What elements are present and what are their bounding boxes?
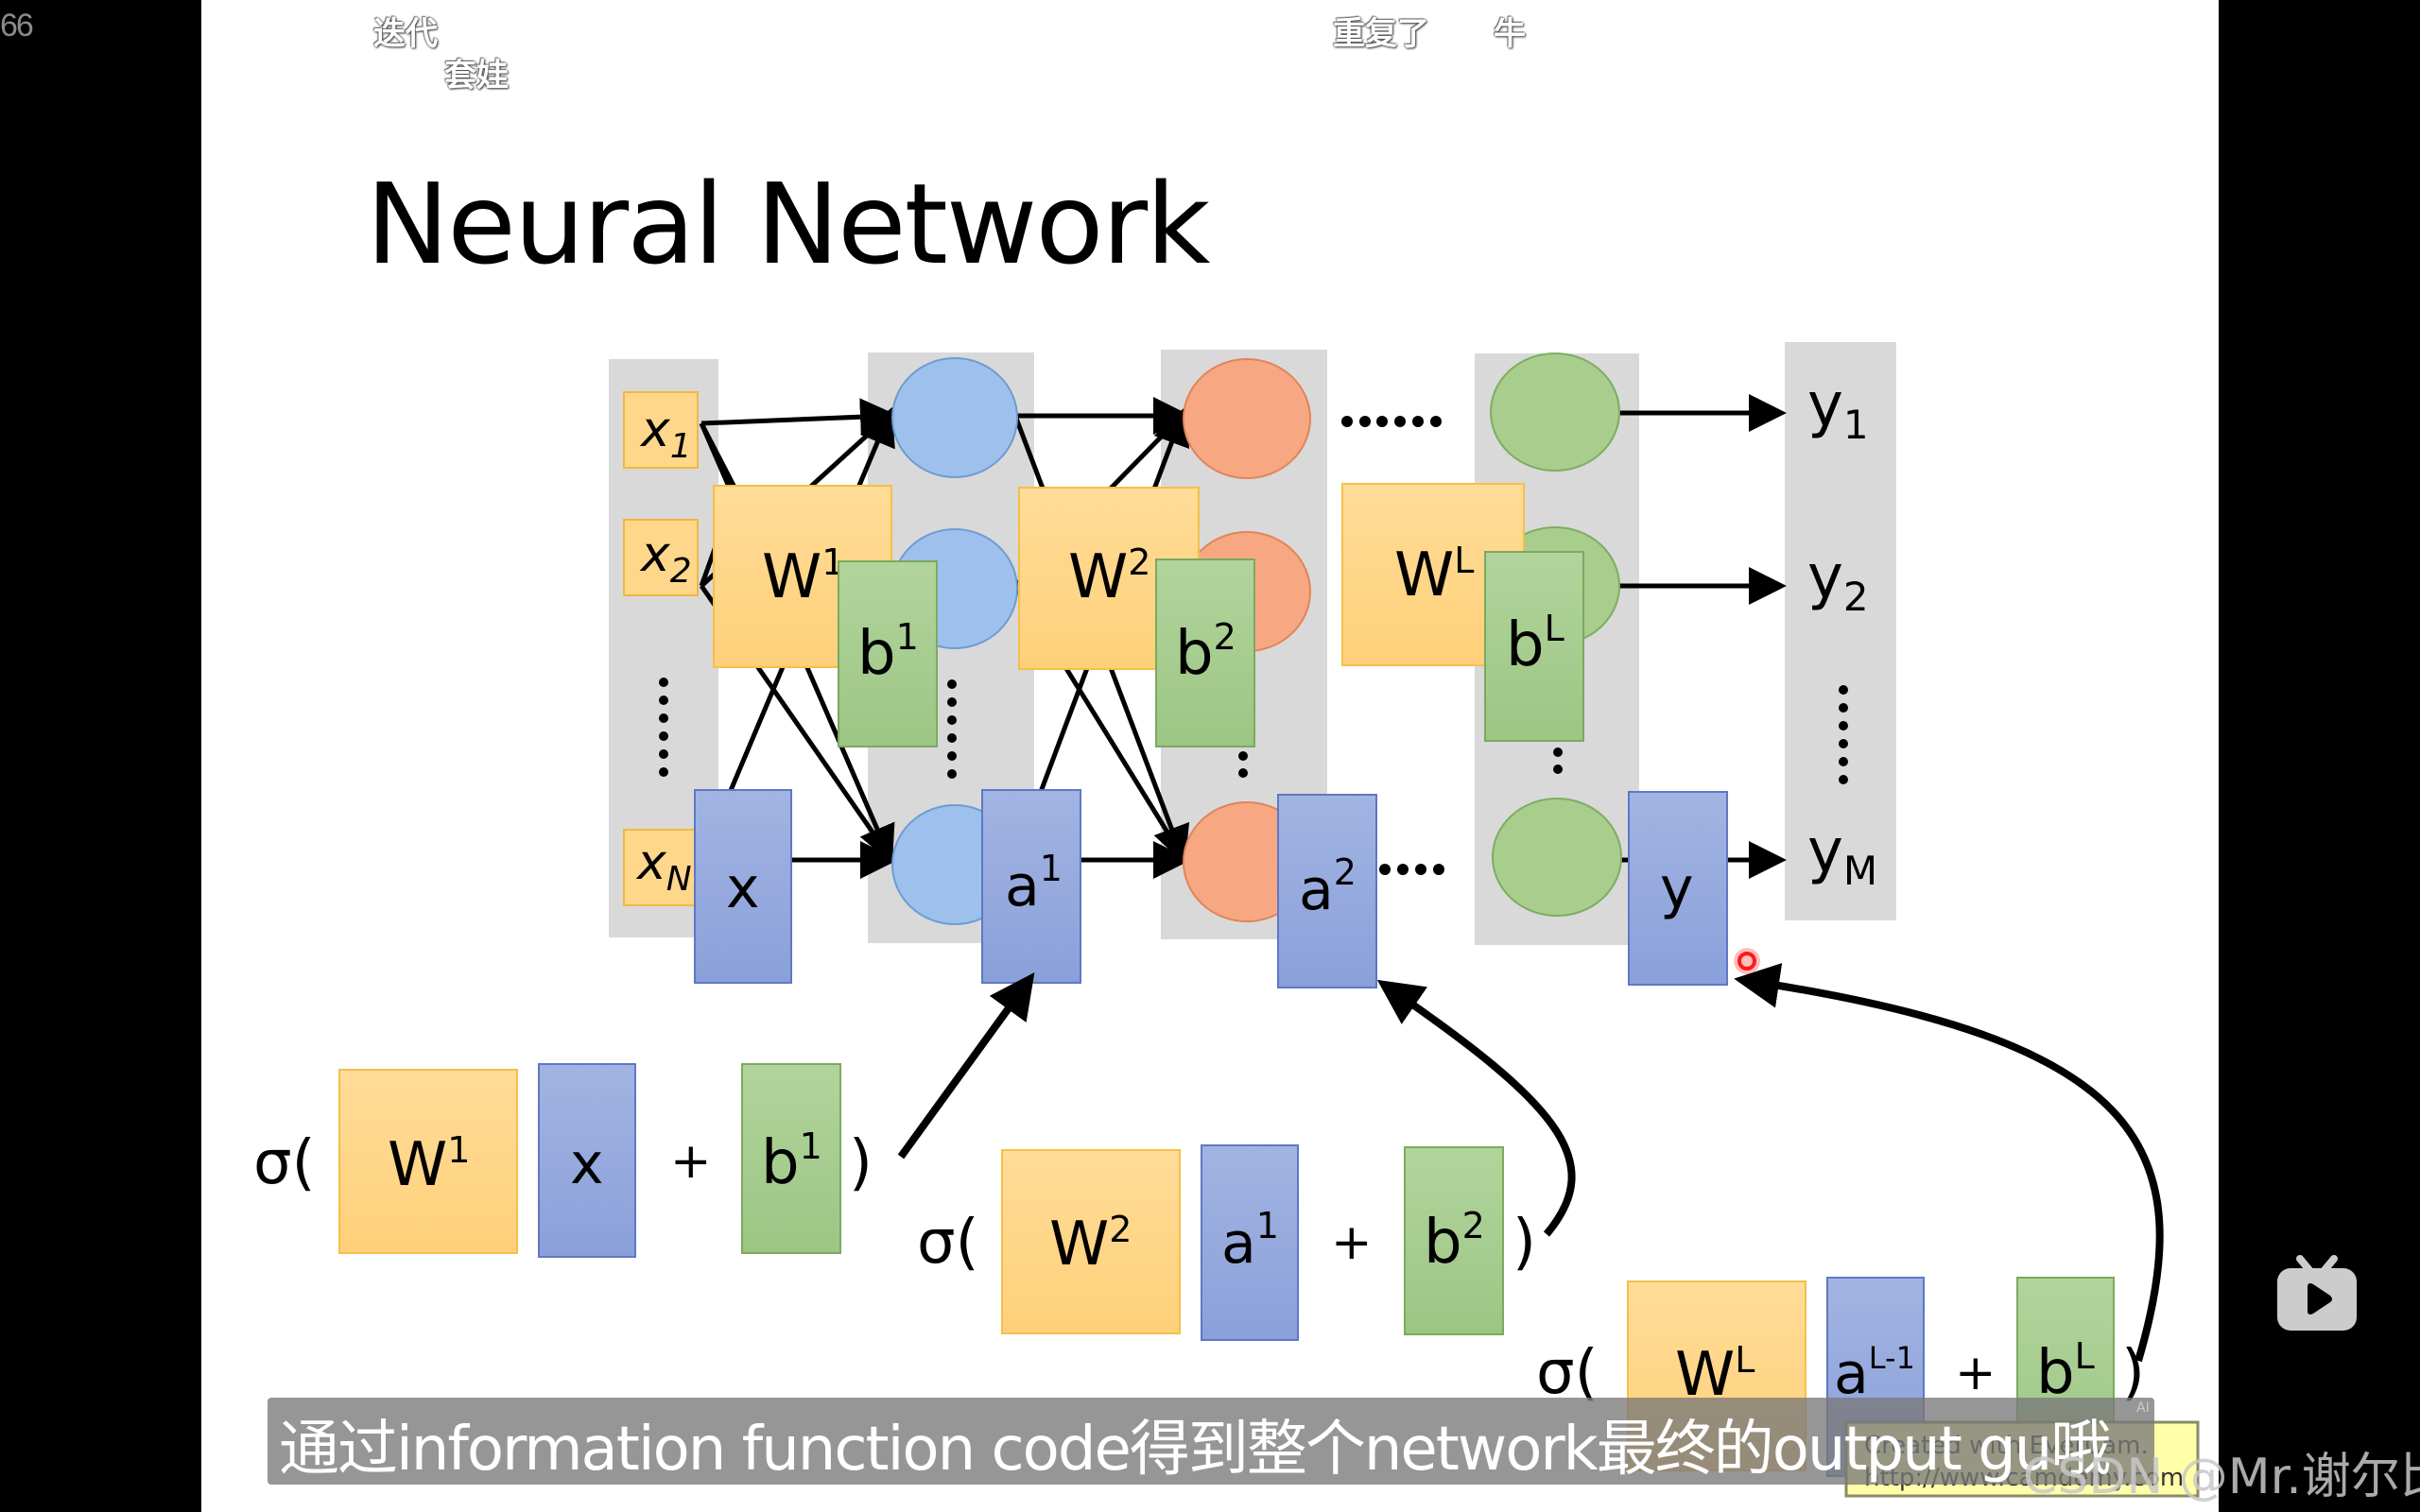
bias-vector-bL-label: bL bbox=[1506, 608, 1564, 680]
arrow-eq1-to-a1 bbox=[897, 972, 1035, 1160]
activation-vector-a2 bbox=[1277, 794, 1377, 988]
eq2-weight-label: W2 bbox=[1049, 1209, 1132, 1280]
weight-matrix-w2-label: W2 bbox=[1068, 541, 1150, 612]
bias-vector-bL bbox=[1484, 551, 1584, 742]
equation-arrows bbox=[897, 963, 2164, 1363]
neuron-layer1 bbox=[891, 357, 1018, 478]
neuron-layer2 bbox=[1183, 358, 1311, 479]
slide-title: Neural Network bbox=[366, 159, 1210, 289]
eq3-vector-label: aL-1 bbox=[1834, 1340, 1915, 1407]
input-xN-label: xN bbox=[635, 834, 692, 899]
arrow-eq3-to-y bbox=[1734, 963, 2164, 1363]
vertical-ellipsis-icon bbox=[659, 678, 1848, 784]
eq1-vector-label: x bbox=[570, 1131, 604, 1197]
subtitle-text: 通过information function code得到整个network最终… bbox=[279, 1415, 2111, 1485]
eq2-bias-block bbox=[1404, 1146, 1504, 1335]
equation-layer-1: σ( W1 x + b1 ) bbox=[253, 1063, 873, 1258]
watermark: CSDN @Mr.谢尔比 bbox=[2023, 1449, 2420, 1505]
bilibili-tv-icon[interactable] bbox=[2273, 1255, 2360, 1332]
sigma-open: σ( bbox=[1536, 1338, 1599, 1408]
activation-vector-a1 bbox=[981, 789, 1081, 984]
arrow-eq2-to-a2 bbox=[1376, 979, 1576, 1237]
weight-matrix-wL-label: WL bbox=[1394, 540, 1474, 610]
eq1-plus: + bbox=[670, 1133, 712, 1190]
eq1-bias-block bbox=[741, 1063, 841, 1254]
bias-vector-b2-label: b2 bbox=[1175, 616, 1236, 689]
danmaku-comment: 重复了 bbox=[1333, 15, 1429, 53]
sigma-open: σ( bbox=[917, 1208, 979, 1278]
output-layer-column bbox=[1785, 342, 1896, 920]
eq1-vector-block bbox=[538, 1063, 636, 1258]
eq1-weight-label: W1 bbox=[388, 1129, 470, 1200]
eq2-vector-block bbox=[1201, 1144, 1299, 1341]
eq1-weight-block bbox=[338, 1069, 518, 1254]
eq2-bias-label: b2 bbox=[1424, 1205, 1485, 1278]
eq1-bias-label: b1 bbox=[761, 1125, 822, 1198]
bias-vector-b1 bbox=[838, 560, 938, 747]
bias-vector-b2 bbox=[1155, 558, 1255, 747]
output-yM-label: yM bbox=[1807, 816, 1877, 894]
danmaku-comment: 牛 bbox=[1494, 15, 1526, 53]
output-y1-label: y1 bbox=[1807, 370, 1869, 448]
activation-vector-a2-label: a2 bbox=[1299, 851, 1357, 923]
input-xN-box bbox=[623, 829, 699, 906]
ai-subtitle-tag: AI bbox=[2136, 1400, 2150, 1416]
input-x1-label: x1 bbox=[639, 402, 692, 466]
subtitle-bar bbox=[268, 1398, 2154, 1485]
bias-vector-b1-label: b1 bbox=[857, 616, 919, 689]
eq2-close-paren: ) bbox=[1512, 1208, 1536, 1278]
input-x2-label: x2 bbox=[639, 526, 692, 591]
eq2-vector-label: a1 bbox=[1221, 1205, 1279, 1277]
equation-layer-2: σ( W2 a1 + b2 ) bbox=[917, 1144, 1536, 1341]
eq2-weight-block bbox=[1001, 1149, 1181, 1334]
neuron-layerL bbox=[1492, 798, 1622, 917]
output-vector-y bbox=[1628, 791, 1728, 986]
sigma-open: σ( bbox=[253, 1128, 316, 1198]
neuron-layerL bbox=[1490, 352, 1620, 472]
eq3-bias-label: bL bbox=[2036, 1335, 2095, 1408]
frame-counter: 66 bbox=[0, 8, 34, 43]
activation-vector-a1-label: a1 bbox=[1005, 848, 1063, 919]
input-vector-x bbox=[694, 789, 792, 984]
eq2-plus: + bbox=[1331, 1214, 1373, 1271]
laser-pointer-icon bbox=[1737, 952, 1756, 971]
danmaku-comment: 套娃 bbox=[444, 57, 509, 94]
input-x1-box bbox=[623, 391, 699, 469]
output-y2-label: y2 bbox=[1807, 542, 1869, 620]
eq3-plus: + bbox=[1955, 1345, 1996, 1401]
danmaku-comment: 迭代 bbox=[373, 15, 438, 53]
input-x2-box bbox=[623, 519, 699, 596]
input-vector-x-label: x bbox=[726, 855, 760, 921]
output-vector-y-label: y bbox=[1660, 855, 1694, 921]
eq1-close-paren: ) bbox=[849, 1128, 873, 1198]
horizontal-ellipsis-icon bbox=[1341, 416, 1444, 875]
